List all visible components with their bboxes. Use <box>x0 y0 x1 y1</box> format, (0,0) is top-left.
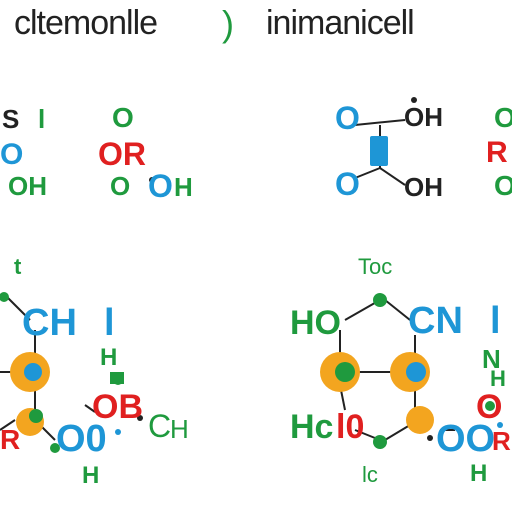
label-br-n: N <box>482 344 501 374</box>
atom-dot <box>115 429 121 435</box>
label-m1-bot-o: O <box>110 171 131 201</box>
label-br-ic: lc <box>362 462 378 487</box>
label-tl-o: O <box>0 138 24 171</box>
label-bl-i: l <box>104 302 115 344</box>
label-br-h1: H <box>490 366 506 391</box>
atom-dot <box>411 97 417 103</box>
label-tr-o-top: O <box>335 100 360 136</box>
label-br-cn: CN <box>408 300 463 342</box>
label-bl-c: C <box>148 408 172 444</box>
label-tl-oh: OH <box>8 171 47 201</box>
atom-dot <box>497 422 503 428</box>
atom-dot <box>149 177 155 183</box>
label-br-r: R <box>492 426 511 456</box>
atom-ball-blue <box>24 363 42 381</box>
atom-ball-blue <box>406 362 426 382</box>
label-fr-r: R <box>486 136 508 169</box>
label-br-i: l <box>490 300 501 342</box>
label-br-oo: OO <box>436 418 496 460</box>
label-br-hc: Hc <box>290 408 334 446</box>
label-tr-o-bot: O <box>335 166 360 202</box>
label-br-ho: HO <box>290 304 341 342</box>
atom-dot <box>427 435 433 441</box>
atom-dot <box>373 293 387 307</box>
label-br-o: O <box>476 388 503 426</box>
label-bl-ch: CH <box>22 302 77 344</box>
label-tl-i: l <box>38 104 46 134</box>
label-bl-ob: OB <box>92 388 143 426</box>
title-paren: ) <box>222 3 234 44</box>
bond-block-blue <box>370 136 388 166</box>
label-fr-o2: O <box>494 170 512 201</box>
atom-dot <box>373 435 387 449</box>
label-bl-r: R <box>0 424 21 455</box>
label-bl-h1: H <box>100 344 118 371</box>
label-br-toc: Toc <box>358 254 393 279</box>
atom-ball-green <box>29 409 43 423</box>
atom-dot <box>137 415 143 421</box>
label-bl-h2: H <box>82 462 100 489</box>
label-tr-oh-bot: OH <box>404 172 443 202</box>
label-tl-s: S <box>2 104 20 134</box>
label-m1-mid: OR <box>98 136 146 172</box>
label-m1-top: O <box>112 102 134 133</box>
title-right: inimanicell <box>266 4 415 42</box>
label-m1-bot-h: H <box>174 172 193 202</box>
atom-dot <box>485 401 495 411</box>
title-left: cltemonlle <box>14 4 158 42</box>
bond-block-green <box>110 372 124 384</box>
label-bl-oo: O0 <box>56 418 107 460</box>
atom-ball-orange <box>406 406 434 434</box>
atom-dot <box>0 292 9 302</box>
atom-dot <box>50 443 60 453</box>
label-tr-oh-top: OH <box>404 102 443 132</box>
label-bl-t: t <box>14 254 22 279</box>
atom-ball-green <box>335 362 355 382</box>
label-fr-o: O <box>494 102 512 133</box>
label-br-io: l0 <box>336 408 365 446</box>
label-bl-h-tail: H <box>170 414 189 444</box>
label-m1-bot-oh: O <box>148 168 173 204</box>
label-br-h2: H <box>470 460 488 487</box>
